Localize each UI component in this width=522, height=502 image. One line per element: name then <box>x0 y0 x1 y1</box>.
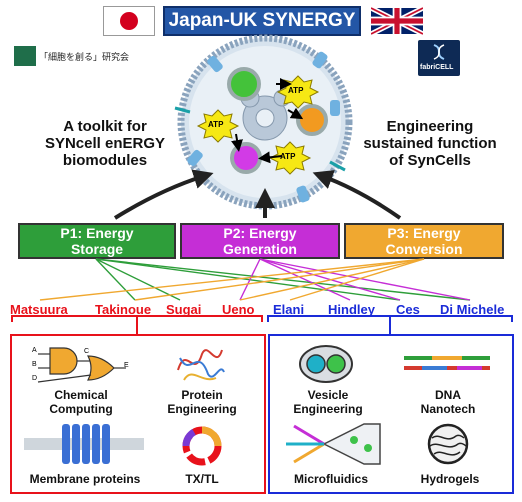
hydrogel-icon <box>427 423 469 465</box>
green-vesicle <box>227 67 261 101</box>
gear-icon <box>240 88 291 141</box>
fabricell-logo: fabriCELL <box>418 40 460 76</box>
name-takinoue: Takinoue <box>95 302 152 317</box>
tx-tl-ring-icon <box>182 426 222 466</box>
membrane-protein-icon <box>24 424 144 464</box>
japan-flag-icon <box>103 6 155 36</box>
name-ces: Ces <box>396 302 420 317</box>
name-sugai: Sugai <box>166 302 202 317</box>
orange-vesicle <box>296 104 328 136</box>
name-matsuura: Matsuura <box>10 302 68 317</box>
logic-gate-icon <box>37 347 126 383</box>
name-hindley: Hindley <box>328 302 375 317</box>
hydrogels-label: Hydrogels <box>420 472 480 486</box>
atp-burst <box>196 109 240 143</box>
name-ueno: Ueno <box>222 302 255 317</box>
tx-tl-label: TX/TL <box>185 472 219 486</box>
membrane-proteins-label: Membrane proteins <box>29 472 141 486</box>
collaboration-links <box>11 258 513 334</box>
atp-label: ATP <box>280 152 296 161</box>
research-group-logo: 「細胞を創る」研究会 <box>14 45 134 67</box>
dna-nanotech-icon <box>404 356 490 370</box>
microfluidics-label: Microfluidics <box>293 472 368 486</box>
microfluidics-icon <box>286 423 381 465</box>
dna-logo-icon <box>433 44 445 60</box>
vesicle-icon <box>299 345 353 383</box>
protein-structure-icon <box>177 349 225 381</box>
uk-flag-icon <box>371 6 423 36</box>
name-elani: Elani <box>273 302 305 317</box>
name-di-michele: Di Michele <box>440 302 505 317</box>
atp-label: ATP <box>208 120 224 129</box>
atp-label: ATP <box>288 86 304 95</box>
syncell-illustration <box>113 34 402 220</box>
